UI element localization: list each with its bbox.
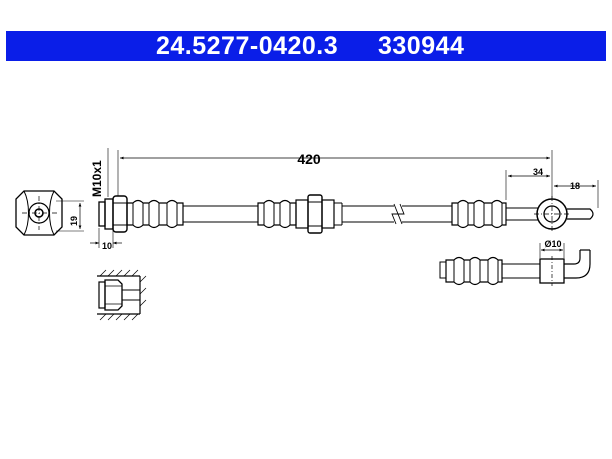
fitting-length-label: 10 [102, 241, 112, 251]
bent-end-detail [439, 243, 591, 286]
title-bar: 24.5277-0420.3 330944 [6, 31, 606, 61]
fitting-length-dimension [90, 228, 122, 248]
length-label: 420 [297, 151, 321, 167]
alternate-number: 330944 [378, 32, 465, 60]
eye-offset-dimensions [505, 170, 599, 208]
width-label: 19 [69, 216, 79, 226]
part-number: 24.5277-0420.3 [156, 32, 339, 60]
eye-offset-label: 34 [533, 167, 543, 177]
eye-end-label: 18 [570, 181, 580, 191]
length-dimension [117, 150, 553, 198]
eye-diameter-label: Ø10 [544, 239, 561, 249]
thread-label: M10x1 [90, 160, 104, 197]
section-detail [97, 269, 147, 321]
end-view-fitting [15, 190, 84, 236]
hose-side-view [98, 194, 594, 234]
